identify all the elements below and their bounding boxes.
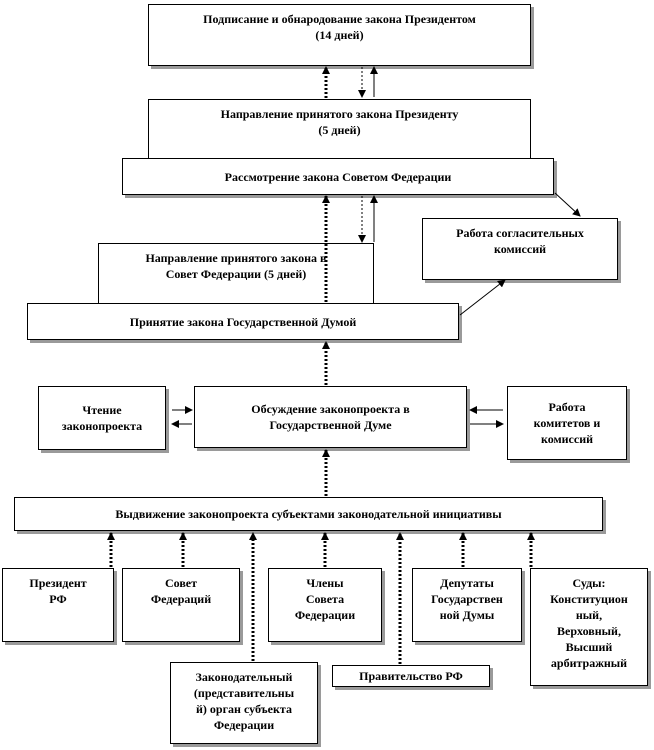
- president-label: Президент РФ: [29, 576, 87, 606]
- regional-legislature-label: Законодательный (представительны й) орга…: [193, 670, 295, 732]
- council-label: Совет Федераций: [150, 576, 212, 606]
- deputies-label: Депутаты Государствен ной Думы: [431, 576, 503, 622]
- conciliation-label: Работа согласительных комиссий: [456, 226, 584, 256]
- president-box: Президент РФ: [2, 568, 114, 642]
- send-to-president-box: Направление принятого закона Президенту …: [148, 99, 531, 163]
- conciliation-box: Работа согласительных комиссий: [422, 218, 618, 280]
- arrow-adoption-conciliation: [459, 279, 506, 316]
- regional-legislature-box: Законодательный (представительны й) орга…: [170, 662, 318, 744]
- committees-label: Работа комитетов и комиссий: [533, 400, 601, 446]
- government-label: Правительство РФ: [359, 669, 463, 683]
- federation-council-label: Рассмотрение закона Советом Федерации: [224, 169, 452, 184]
- signing-box: Подписание и обнародование закона Презид…: [148, 4, 531, 66]
- send-to-president-label: Направление принятого закона Президенту …: [220, 107, 459, 137]
- federation-council-box: Рассмотрение закона Советом Федерации: [122, 158, 554, 195]
- discussion-label: Обсуждение законопроекта в Государственн…: [251, 402, 410, 432]
- arrow-council-conciliation: [554, 192, 581, 217]
- council-box: Совет Федераций: [122, 568, 240, 642]
- courts-box: Суды: Конституцион ный, Верховный, Высши…: [530, 568, 648, 686]
- members-box: Члены Совета Федерации: [268, 568, 382, 642]
- initiative-box: Выдвижение законопроекта субъектами зако…: [14, 497, 603, 531]
- members-label: Члены Совета Федерации: [294, 576, 356, 622]
- reading-box: Чтение законопроекта: [38, 386, 166, 450]
- discussion-box: Обсуждение законопроекта в Государственн…: [194, 386, 467, 448]
- committees-box: Работа комитетов и комиссий: [507, 386, 627, 460]
- duma-adoption-label: Принятие закона Государственной Думой: [129, 314, 357, 329]
- reading-label: Чтение законопроекта: [61, 403, 143, 433]
- send-to-council-box: Направление принятого закона в Совет Фед…: [98, 243, 374, 305]
- initiative-label: Выдвижение законопроекта субъектами зако…: [115, 507, 502, 521]
- duma-adoption-box: Принятие закона Государственной Думой: [27, 303, 459, 340]
- send-to-council-label: Направление принятого закона в Совет Фед…: [145, 251, 327, 281]
- signing-label: Подписание и обнародование закона Презид…: [203, 12, 476, 42]
- courts-label: Суды: Конституцион ный, Верховный, Высши…: [550, 576, 628, 670]
- government-box: Правительство РФ: [332, 665, 490, 687]
- deputies-box: Депутаты Государствен ной Думы: [412, 568, 522, 642]
